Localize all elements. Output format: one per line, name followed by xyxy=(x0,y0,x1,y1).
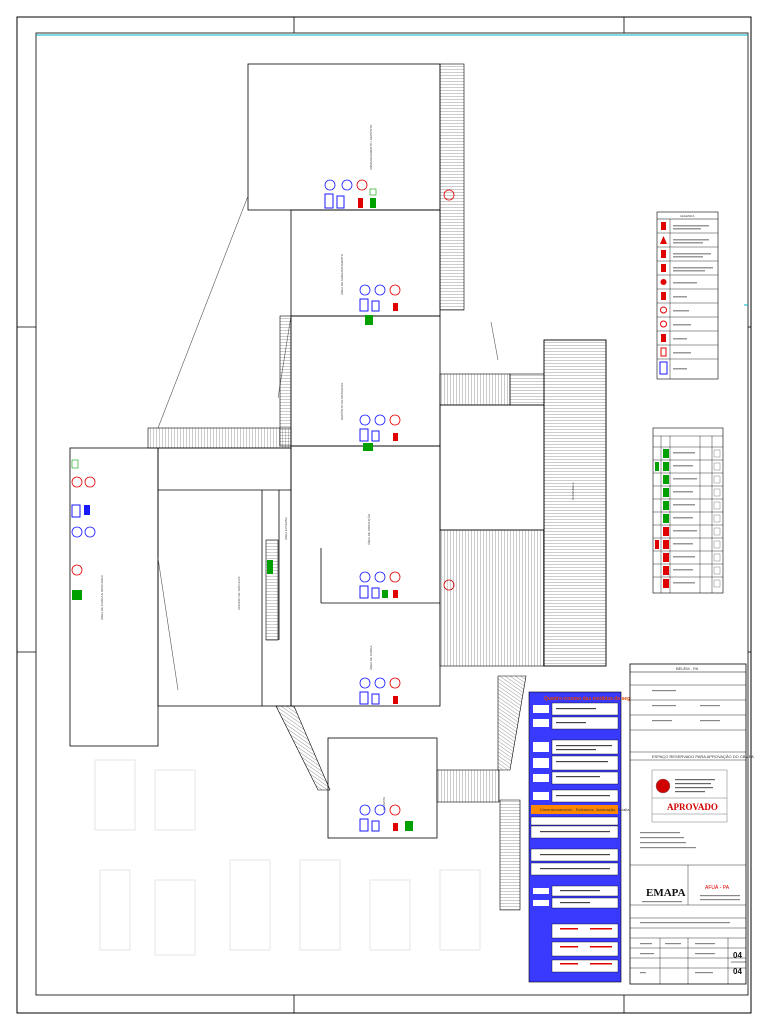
svg-text:ÁREA EXTERNA: ÁREA EXTERNA xyxy=(284,517,288,540)
title-block: BELÉM - PA ESPA xyxy=(629,663,754,985)
sheet-total: 04 xyxy=(733,967,742,976)
sheet-border-outer xyxy=(16,16,752,1014)
svg-text:ÁREA DE PRODUÇÃO: ÁREA DE PRODUÇÃO xyxy=(366,513,371,545)
security-table-subheader: Dimensionamento - Extintores, Iluminação… xyxy=(540,807,639,812)
svg-text:ACESSO DE VEÍCULOS: ACESSO DE VEÍCULOS xyxy=(237,576,241,610)
approved-stamp: APROVADO xyxy=(667,802,718,812)
svg-text:ÁREA DE CARGA E DESCARGA: ÁREA DE CARGA E DESCARGA xyxy=(100,575,104,620)
sheet-border-inner xyxy=(35,32,749,996)
svg-text:ARMAZENAMENTO / DEPÓSITO: ARMAZENAMENTO / DEPÓSITO xyxy=(368,124,373,170)
svg-text:PASSARELA: PASSARELA xyxy=(571,482,575,500)
security-table-header: Quadro resumo das medidas de segurança xyxy=(544,696,647,702)
project-location: AFUÁ - PA xyxy=(705,884,730,891)
approval-space-label: ESPAÇO RESERVADO PARA APROVAÇÃO DO CBMPA xyxy=(652,754,754,759)
city-header: BELÉM - PA xyxy=(676,666,698,671)
company-name: EMAPA xyxy=(646,887,686,899)
svg-text:LEGENDA: LEGENDA xyxy=(680,214,694,218)
security-measures-table: Quadro resumo das medidas de segurança xyxy=(528,691,647,983)
svg-text:GUARITA: GUARITA xyxy=(382,797,386,810)
svg-text:ÁREA DE ARMAZENAMENTO: ÁREA DE ARMAZENAMENTO xyxy=(340,253,344,295)
signage-legend xyxy=(652,427,724,594)
safety-symbols xyxy=(71,179,455,832)
symbol-legend: LEGENDA xyxy=(656,211,719,380)
sheet-number: 04 xyxy=(733,951,742,960)
svg-text:ÁREA DE CARGA: ÁREA DE CARGA xyxy=(369,645,373,670)
svg-text:DEPÓSITO DE MATERIAIS: DEPÓSITO DE MATERIAIS xyxy=(339,383,344,420)
